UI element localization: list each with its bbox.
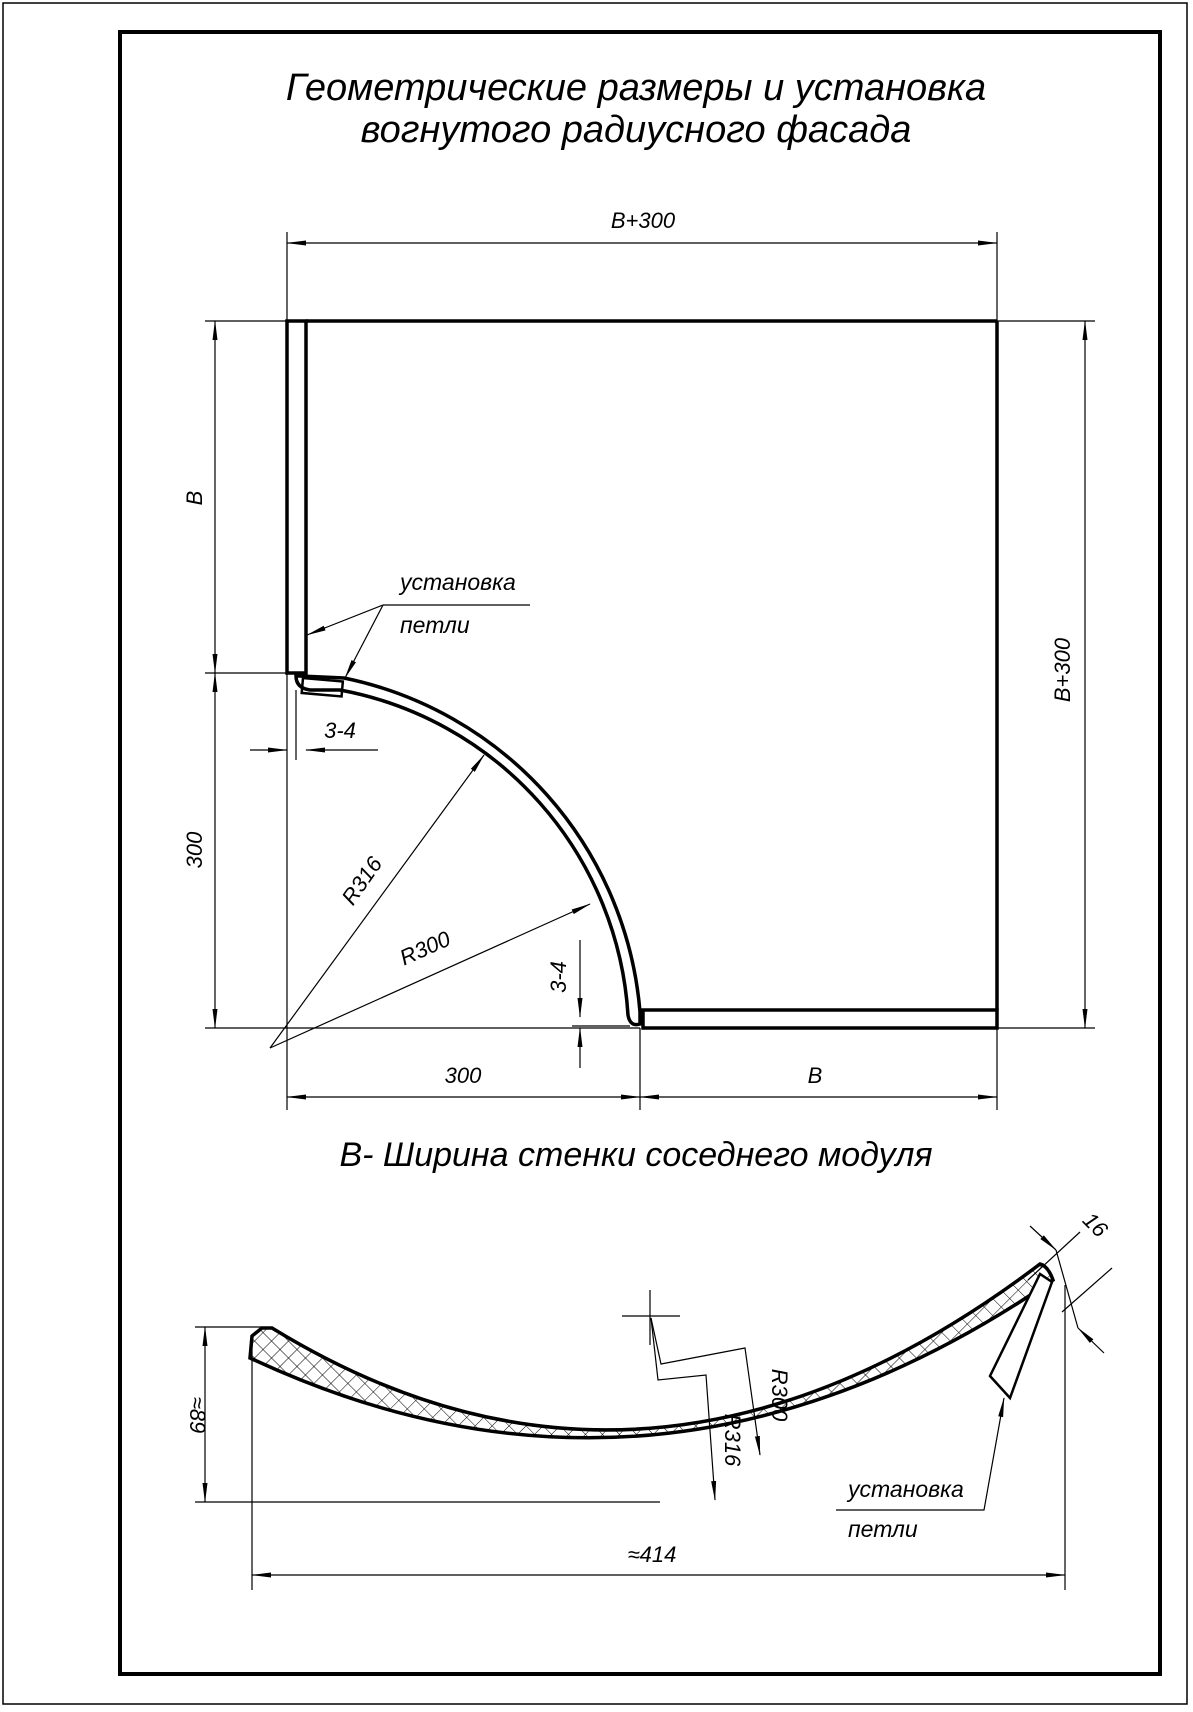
dim-label-thickness: 16: [1078, 1207, 1114, 1243]
curved-facade: [294, 674, 642, 1027]
section-callout-line-1: установка: [846, 1476, 964, 1502]
leader-r316: [269, 754, 485, 1049]
section-extension-lines: [195, 1285, 1066, 1590]
title-line-2: вогнутого радиусного фасада: [361, 109, 912, 151]
dim-label-r316: R316: [720, 1414, 745, 1467]
dim-label-width: ≈414: [628, 1542, 677, 1567]
caption: В- Ширина стенки соседнего модуля: [339, 1136, 932, 1174]
left-wall-panel: [285, 319, 308, 675]
callout-line-2: петли: [400, 612, 470, 638]
dim-label-top-width: B+300: [611, 208, 676, 233]
page-title: Геометрические размеры и установка вогну…: [286, 67, 986, 151]
hinge-cup: [988, 1272, 1054, 1401]
leader-r300: [650, 1317, 761, 1456]
dim-label-bottom-left: 300: [445, 1063, 482, 1088]
dim-label-gap-bottom: 3-4: [546, 961, 571, 993]
facade-section: [248, 1262, 1056, 1440]
dimension-lines: [212, 240, 1088, 1100]
section-callout-line-2: петли: [848, 1516, 918, 1542]
dim-label-r300: R300: [396, 926, 455, 971]
section-dimension-lines: [202, 1225, 1113, 1578]
hinge-cup: [300, 676, 345, 698]
extension-lines: [205, 232, 1095, 1110]
dim-label-left-upper: B: [182, 491, 207, 506]
dim-label-r300: R300: [767, 1369, 792, 1422]
dim-label-gap-top: 3-4: [324, 718, 356, 743]
plan-view: B+300 B 300 B+300 300 B 3-4 3-4 R316 R30…: [182, 208, 1095, 1110]
dim-label-height: ≈89: [185, 1397, 210, 1434]
inner-frame: [118, 30, 1162, 1676]
leader-r300: [269, 903, 591, 1049]
bottom-wall-panel: [641, 1008, 999, 1030]
section-view: ≈89 ≈414 16 R300 R316 установка петли: [185, 1207, 1113, 1590]
title-line-1: Геометрические размеры и установка: [286, 67, 986, 109]
dim-label-right-height: B+300: [1050, 637, 1075, 702]
dim-label-bottom-right: B: [808, 1063, 823, 1088]
dim-label-left-lower: 300: [182, 831, 207, 868]
callout-line-1: установка: [398, 569, 516, 595]
dim-label-r316: R316: [337, 851, 388, 909]
leader-r316: [650, 1317, 717, 1501]
